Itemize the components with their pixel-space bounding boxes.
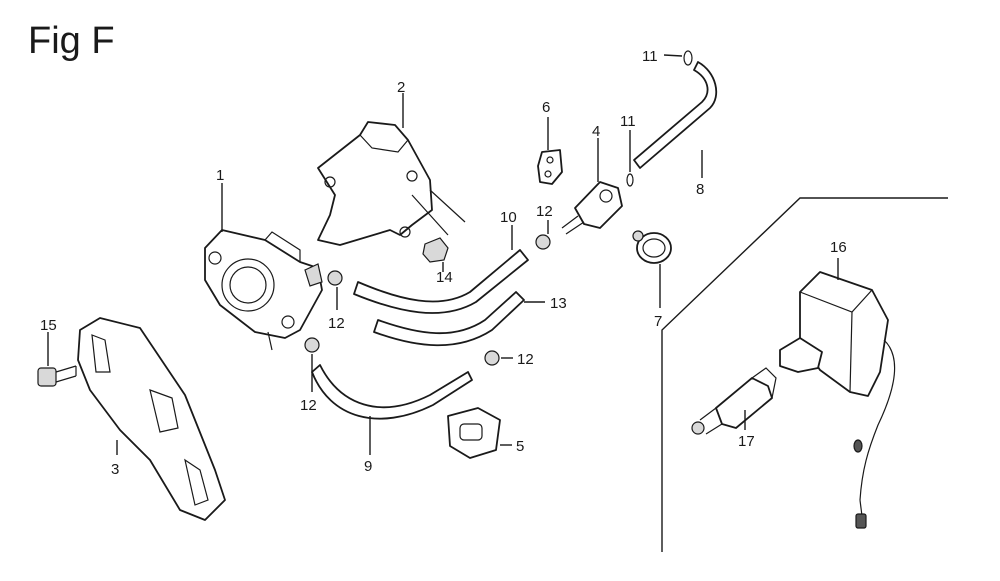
part-2-bracket: [317, 121, 466, 246]
callout-4: 4: [592, 123, 600, 140]
part-3-bracket-plate: [77, 317, 226, 521]
part-5-mount: [447, 407, 501, 459]
part-15-bolt: [37, 365, 77, 387]
callout-5: 5: [516, 438, 524, 455]
callout-14: 14: [436, 269, 453, 286]
callout-8: 8: [696, 181, 704, 198]
callout-6: 6: [542, 99, 550, 116]
part-6-clamp: [537, 149, 563, 185]
callout-11a: 11: [642, 48, 658, 65]
section-divider: [661, 197, 948, 552]
part-8-hose: [633, 61, 718, 169]
callout-labels: 1 2 3 4 5 6 7 8 9 10 11 11 12 12 12 12 1…: [40, 48, 847, 478]
part-12-clips: [304, 234, 551, 366]
callout-17: 17: [738, 433, 755, 450]
part-14-nut: [422, 237, 449, 263]
callout-11b: 11: [620, 113, 636, 130]
callout-7: 7: [654, 313, 662, 330]
leader-lines: [47, 54, 839, 455]
callout-12a: 12: [328, 315, 345, 332]
part-13-hose: [373, 291, 525, 347]
part-11-rings: [626, 50, 693, 187]
callout-9: 9: [364, 458, 372, 475]
callout-1: 1: [216, 167, 224, 184]
part-7-clamp: [632, 230, 672, 264]
callout-15: 15: [40, 317, 57, 334]
part-9-hose: [311, 364, 473, 420]
part-10-hose: [353, 249, 529, 314]
callout-2: 2: [397, 79, 405, 96]
part-4-filter: [561, 181, 623, 235]
callout-10: 10: [500, 209, 517, 226]
callout-3: 3: [111, 461, 119, 478]
part-16-coil: [779, 271, 896, 529]
callout-16: 16: [830, 239, 847, 256]
part-17-inline-filter: [691, 367, 777, 435]
callout-12b: 12: [300, 397, 317, 414]
part-1-housing: [204, 229, 323, 351]
figure-title: Fig F: [28, 20, 115, 62]
callout-12d: 12: [536, 203, 553, 220]
callout-13: 13: [550, 295, 567, 312]
callout-12c: 12: [517, 351, 534, 368]
